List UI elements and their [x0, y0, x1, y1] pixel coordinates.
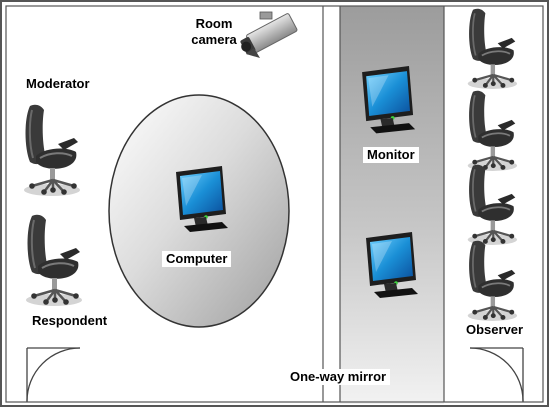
door-left-icon [26, 347, 81, 402]
observer-chair-icon [466, 89, 519, 173]
one-way-mirror-label: One-way mirror [286, 369, 391, 385]
computer-label: Computer [162, 251, 232, 267]
observer-chair-icon [466, 7, 519, 91]
observer-chair-icon [466, 239, 519, 323]
moderator-label: Moderator [26, 76, 90, 91]
observer-chair-icon [466, 163, 519, 247]
respondent-chair-icon [24, 213, 84, 308]
room-camera-label: Room camera [191, 16, 237, 47]
monitor-label: Monitor [363, 147, 419, 163]
observation-room [340, 6, 444, 404]
inner-frame [5, 5, 544, 403]
wall-lines [322, 6, 445, 402]
moderator-chair-icon [22, 103, 82, 198]
door-right-icon [469, 347, 524, 402]
respondent-label: Respondent [32, 313, 108, 328]
camera-icon [240, 11, 298, 58]
observer-label: Observer [462, 322, 528, 338]
